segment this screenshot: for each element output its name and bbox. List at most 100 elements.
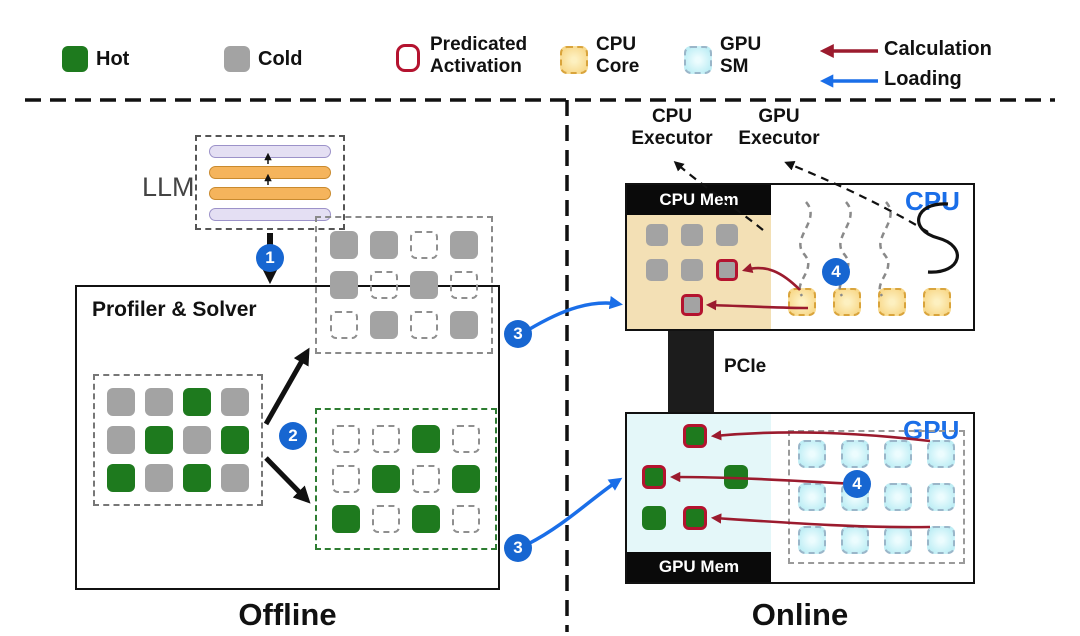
llm-stack-box: [195, 135, 345, 230]
cpu-mem-bar: CPU Mem: [627, 185, 771, 215]
cold-cell: [370, 231, 398, 259]
gpu-sm-cell: [927, 483, 955, 511]
cold-cell: [183, 426, 211, 454]
legend-cpu-core-label: CPU Core: [596, 34, 640, 78]
cold-cell: [221, 388, 249, 416]
cpu-core-cell: [833, 288, 861, 316]
hot-cell: [107, 464, 135, 492]
cold-cell: [450, 311, 478, 339]
cold-cell: [681, 224, 703, 246]
cold-cell: [330, 271, 358, 299]
legend-hot-label: Hot: [96, 48, 130, 70]
empty-cell: [370, 271, 398, 299]
hot-cell: [724, 465, 748, 489]
online-section-label: Online: [751, 597, 849, 632]
empty-cell: [332, 465, 360, 493]
gpu-sm-cell: [841, 440, 869, 468]
cpu-core-swatch-icon: [560, 46, 588, 74]
pred-hot-cell: [683, 506, 707, 530]
cold-cell: [646, 224, 668, 246]
gpu-sm-cell: [884, 526, 912, 554]
predicated-activation-swatch-icon: [396, 44, 420, 72]
empty-cell: [452, 505, 480, 533]
gpu-sm-swatch-icon: [684, 46, 712, 74]
empty-cell: [372, 505, 400, 533]
pred-cold-cell: [681, 294, 703, 316]
hot-cell: [642, 506, 666, 530]
cpu-core-cell: [923, 288, 951, 316]
pcie-bus: [668, 331, 714, 412]
loading-arrow-to-cpu-mem: [527, 296, 623, 332]
pcie-label: PCIe: [724, 356, 767, 377]
cold-cell: [145, 388, 173, 416]
hot-cell: [452, 465, 480, 493]
gpu-sm-cell: [798, 526, 826, 554]
pred-cold-cell: [716, 259, 738, 281]
hot-neuron-grid: [315, 408, 497, 550]
hot-cell: [372, 465, 400, 493]
cold-neuron-grid: [315, 216, 493, 354]
hot-swatch-icon: [62, 46, 88, 72]
empty-cell: [450, 271, 478, 299]
llm-label: LLM: [142, 172, 195, 202]
gpu-sm-cell: [798, 483, 826, 511]
cold-cell: [716, 224, 738, 246]
cold-cell: [107, 426, 135, 454]
cold-cell: [646, 259, 668, 281]
cold-cell: [370, 311, 398, 339]
gpu-mem-neuron-grid: [642, 424, 748, 530]
pred-hot-cell: [683, 424, 707, 448]
step3-badge-cpu: 3: [504, 320, 532, 348]
llm-layer-bar: [209, 166, 331, 179]
gpu-sm-cell: [927, 440, 955, 468]
gpu-sm-cell: [841, 526, 869, 554]
pred-hot-cell: [642, 465, 666, 489]
cpu-core-cell: [878, 288, 906, 316]
cpu-core-cell: [788, 288, 816, 316]
hot-cell: [332, 505, 360, 533]
profiler-solver-title: Profiler & Solver: [92, 298, 257, 321]
hot-cell: [183, 388, 211, 416]
gpu-mem-bar: GPU Mem: [627, 552, 771, 582]
cold-cell: [107, 388, 135, 416]
step1-badge: 1: [256, 244, 284, 272]
cold-cell: [330, 231, 358, 259]
empty-cell: [452, 425, 480, 453]
offline-section-label: Offline: [238, 597, 337, 632]
gpu-sm-cell: [884, 483, 912, 511]
gpu-executor-label: GPU Executor: [738, 106, 820, 150]
cpu-executor-label: CPU Executor: [631, 106, 713, 150]
cpu-core-row: [788, 288, 951, 316]
empty-cell: [410, 311, 438, 339]
legend-predicated-label: Predicated Activation: [430, 34, 528, 78]
hot-cell: [412, 425, 440, 453]
neuron-input-grid: [93, 374, 263, 506]
hot-cell: [412, 505, 440, 533]
gpu-sm-cell: [927, 526, 955, 554]
step4-badge-cpu: 4: [822, 258, 850, 286]
hot-cell: [145, 426, 173, 454]
legend-calculation-label: Calculation: [884, 38, 992, 60]
legend-gpu-sm-label: GPU SM: [720, 34, 762, 78]
hot-cell: [221, 426, 249, 454]
llm-layer-bar: [209, 208, 331, 221]
hot-cell: [183, 464, 211, 492]
llm-layer-bar: [209, 187, 331, 200]
cold-cell: [410, 271, 438, 299]
cpu-title: CPU: [905, 186, 960, 216]
loading-arrow-to-gpu-mem: [527, 477, 623, 546]
step4-badge-gpu: 4: [843, 470, 871, 498]
gpu-sm-grid: [788, 430, 965, 564]
cold-cell: [681, 259, 703, 281]
step2-badge: 2: [279, 422, 307, 450]
step3-badge-gpu: 3: [504, 534, 532, 562]
empty-cell: [412, 465, 440, 493]
empty-cell: [330, 311, 358, 339]
empty-cell: [410, 231, 438, 259]
legend-loading-label: Loading: [884, 68, 962, 90]
cold-swatch-icon: [224, 46, 250, 72]
cpu-mem-neuron-grid: [646, 224, 738, 316]
cold-cell: [145, 464, 173, 492]
gpu-sm-cell: [798, 440, 826, 468]
legend-cold-label: Cold: [258, 48, 303, 70]
